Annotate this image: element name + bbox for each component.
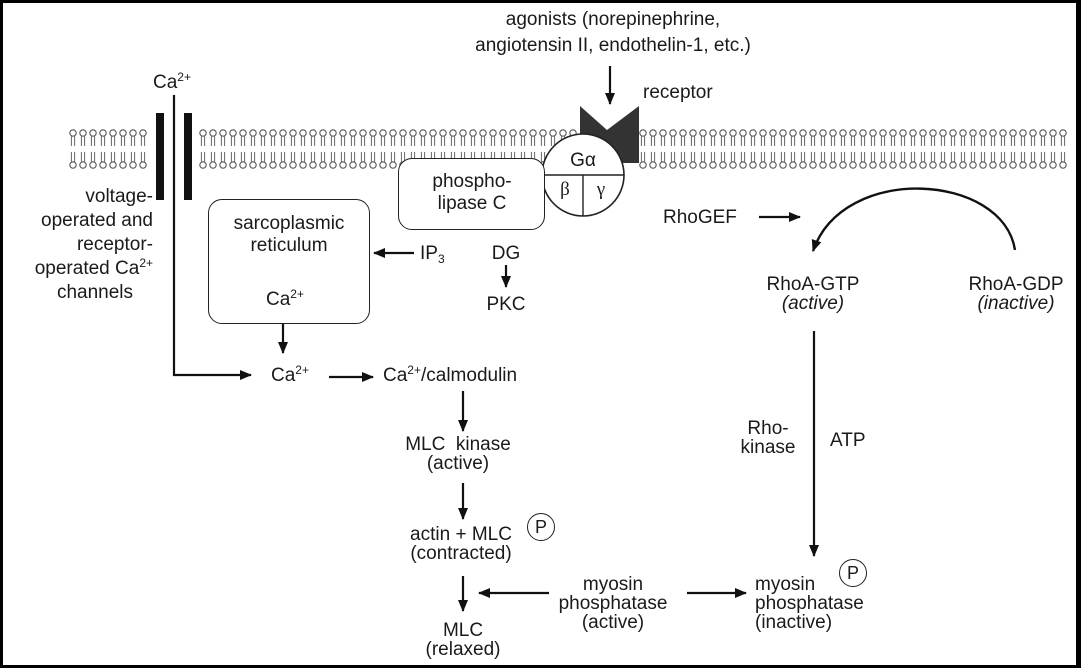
g-alpha-label: Gα bbox=[570, 150, 596, 171]
mlc-relaxed-label: MLC(relaxed) bbox=[425, 620, 501, 660]
dg-label: DG bbox=[491, 243, 521, 264]
channel-influx-arrow bbox=[172, 95, 252, 380]
cytosolic-ca-label: Ca2+ bbox=[271, 363, 309, 386]
sr-ca-label: Ca2+ bbox=[266, 287, 304, 310]
rhoa-gtp-label: RhoA-GTP(active) bbox=[766, 274, 860, 314]
ip3-label: IP3 bbox=[420, 243, 445, 266]
diagram-shapes bbox=[156, 66, 1017, 612]
rho-kinase-label: Rho-kinase bbox=[740, 418, 796, 458]
ca-entry-label: Ca2+ bbox=[153, 70, 191, 93]
agonists-label: agonists (norepinephrine,angiotensin II,… bbox=[475, 9, 751, 56]
sarcoplasmic-reticulum-box bbox=[208, 199, 370, 324]
rhoa-cycle-arrow bbox=[811, 187, 1017, 252]
atp-label: ATP bbox=[830, 430, 866, 451]
ca-channel bbox=[156, 113, 192, 200]
receptor-label: receptor bbox=[643, 82, 713, 103]
phospholipase-c-label: phospho-lipase C bbox=[432, 171, 512, 214]
mlc-kinase-label: MLC kinase(active) bbox=[405, 434, 511, 474]
g-gamma-label: γ bbox=[596, 179, 606, 200]
phosphate-icon-phosphatase: P bbox=[839, 559, 867, 587]
ca-calmodulin-label: Ca2+/calmodulin bbox=[383, 363, 518, 386]
phosphate-icon-mlc: P bbox=[527, 513, 555, 541]
g-protein bbox=[541, 133, 625, 217]
actin-mlc-label: actin + MLC(contracted) bbox=[410, 524, 512, 564]
rhogef-label: RhoGEF bbox=[663, 207, 737, 228]
pathway-diagram: agonists (norepinephrine,angiotensin II,… bbox=[3, 3, 1076, 665]
pkc-label: PKC bbox=[486, 294, 526, 315]
rhoa-gdp-label: RhoA-GDP(inactive) bbox=[968, 274, 1064, 314]
channel-label: voltage- operated and receptor- operated… bbox=[34, 186, 153, 303]
g-beta-label: β bbox=[560, 179, 570, 200]
phospholipase-c-box bbox=[398, 158, 545, 230]
